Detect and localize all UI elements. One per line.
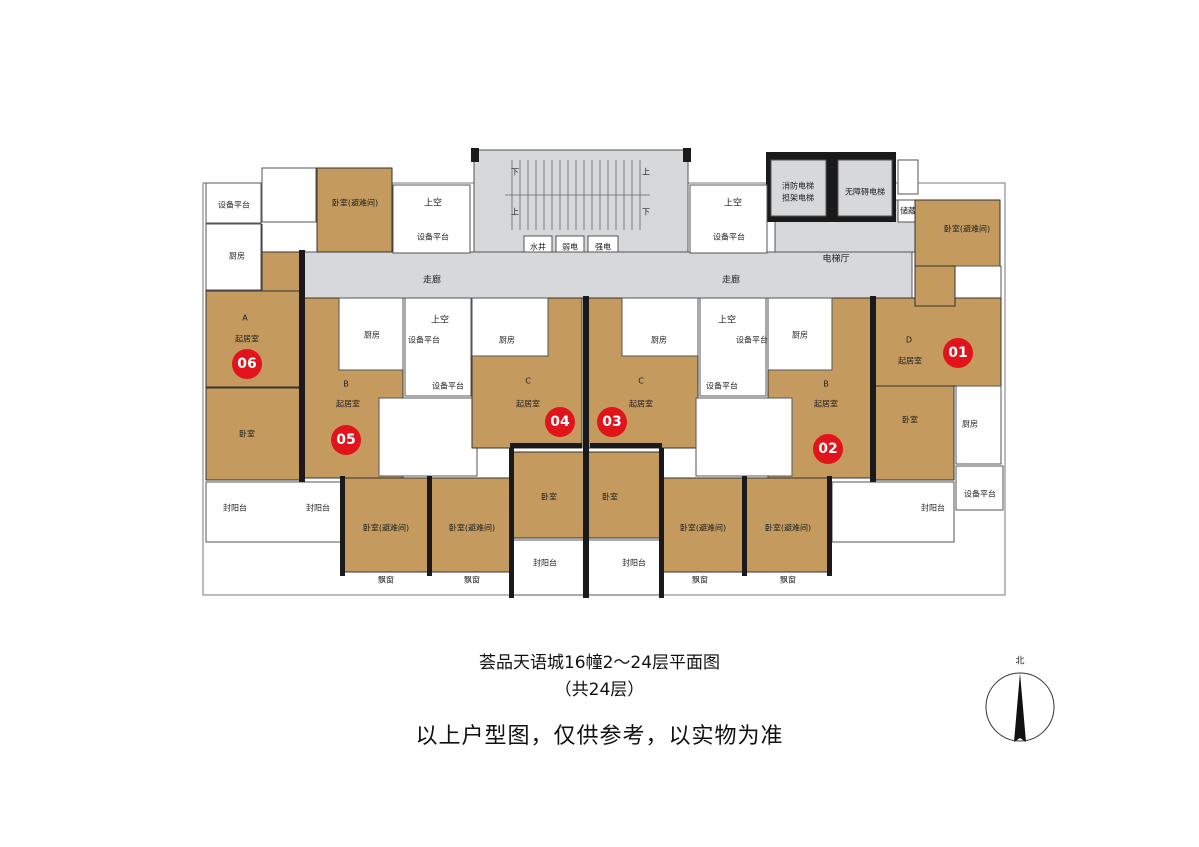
unit05-bedroom-refuge: 卧室(避难间) <box>363 523 409 533</box>
unit03-living: 起居室 <box>629 399 653 409</box>
unit05-type: B <box>343 380 349 389</box>
unit04-bay-window: 飘窗 <box>464 575 480 585</box>
unit03-type: C <box>638 377 644 386</box>
unit02-kitchen: 厨房 <box>792 330 808 340</box>
unit05-bay-window: 飘窗 <box>378 575 394 585</box>
fire-elevator-label: 消防电梯 <box>782 181 814 191</box>
unit02-type: B <box>823 380 829 389</box>
elevators: 消防电梯 担架电梯 无障碍电梯 储藏 <box>766 152 919 223</box>
corridor-label-right: 走廊 <box>722 274 740 286</box>
unit01-enclosed-balcony: 封阳台 <box>921 503 945 513</box>
unit01-type: D <box>906 336 912 345</box>
elevator-hall-label: 电梯厅 <box>822 253 849 265</box>
stretcher-elevator-label: 担架电梯 <box>782 193 814 203</box>
equipment-platform-left-a: 设备平台 <box>408 335 440 345</box>
unit06-kitchen: 厨房 <box>229 251 245 261</box>
unit-05: 厨房 B 起居室 封阳台 卧室(避难间) 飘窗 <box>302 297 478 585</box>
badge-05-text: 05 <box>336 432 355 448</box>
unit04-enclosed-balcony: 封阳台 <box>533 558 557 568</box>
unit02-bedroom-refuge: 卧室(避难间) <box>765 523 811 533</box>
north-label: 北 <box>1015 656 1024 667</box>
unit04-type: C <box>525 377 531 386</box>
void-label-right: 上空 <box>718 314 736 326</box>
unit-01: 卧室(避难间) D 起居室 卧室 厨房 设备平台 封阳台 <box>831 199 1004 543</box>
void-label-top-left: 上空 <box>424 197 442 209</box>
badge-04-text: 04 <box>550 414 570 430</box>
stair-down-label-2: 下 <box>642 208 650 217</box>
accessible-elevator-label: 无障碍电梯 <box>845 187 885 197</box>
equipment-platform-top-left: 设备平台 <box>417 232 449 242</box>
unit01-kitchen: 厨房 <box>962 419 978 429</box>
badge-01-text: 01 <box>948 345 967 361</box>
strong-current-label: 强电 <box>595 242 611 252</box>
badge-02-text: 02 <box>818 441 837 457</box>
unit03-bedroom: 卧室 <box>602 492 618 502</box>
unit06-living: 起居室 <box>235 334 259 344</box>
badge-02 <box>813 434 843 464</box>
corridor-label-left: 走廊 <box>423 274 441 286</box>
weak-current-label: 弱电 <box>562 242 578 252</box>
badge-05 <box>331 425 361 455</box>
plan-title: 荟品天语城16幢2～24层平面图 <box>478 653 721 673</box>
unit03-bedroom-refuge: 卧室(避难间) <box>680 523 726 533</box>
badge-03-text: 03 <box>602 414 621 430</box>
badge-06-text: 06 <box>237 356 256 372</box>
top-voids: 上空 设备平台 上空 设备平台 <box>392 184 768 254</box>
unit05-enclosed-balcony: 封阳台 <box>306 503 330 513</box>
unit06-type: A <box>242 314 248 323</box>
void-right: 上空 设备平台 设备平台 <box>699 297 768 397</box>
badge-04 <box>545 407 575 437</box>
unit06-bedroom: 卧室 <box>239 429 255 439</box>
stair-up-label-2: 上 <box>642 168 650 177</box>
unit03-enclosed-balcony: 封阳台 <box>622 558 646 568</box>
unit-06: 卧室(避难间) 设备平台 厨房 A 起居室 卧室 封阳台 <box>205 167 393 543</box>
north-arrow: 北 <box>985 656 1055 742</box>
plan-subtitle: （共24层） <box>554 680 645 700</box>
equipment-platform-top-right: 设备平台 <box>713 232 745 242</box>
unit04-bedroom-refuge: 卧室(避难间) <box>449 523 495 533</box>
unit01-equipment-platform: 设备平台 <box>964 489 996 499</box>
unit04-living: 起居室 <box>516 399 540 409</box>
unit01-bedroom: 卧室 <box>902 415 918 425</box>
equipment-platform-right-b: 设备平台 <box>706 381 738 391</box>
unit04-kitchen: 厨房 <box>499 335 515 345</box>
unit02-living: 起居室 <box>814 399 838 409</box>
unit05-kitchen: 厨房 <box>364 330 380 340</box>
stair-down-label: 下 <box>511 168 519 177</box>
unit-badges: 01 02 03 04 05 06 <box>232 338 973 464</box>
structural-walls <box>299 250 876 598</box>
stair-up-label: 上 <box>511 208 519 217</box>
disclaimer: 以上户型图，仅供参考，以实物为准 <box>415 724 784 749</box>
unit05-living: 起居室 <box>336 399 360 409</box>
equipment-platform-right-a: 设备平台 <box>736 335 768 345</box>
unit06-bedroom-refuge: 卧室(避难间) <box>332 198 378 208</box>
unit04-bedroom: 卧室 <box>541 492 557 502</box>
badge-06 <box>232 349 262 379</box>
storage-label: 储藏 <box>900 206 916 216</box>
unit01-bedroom-refuge: 卧室(避难间) <box>944 224 990 234</box>
void-label-left: 上空 <box>431 314 449 326</box>
unit03-bay-window: 飘窗 <box>692 575 708 585</box>
water-shaft-label: 水井 <box>530 242 546 252</box>
badge-03 <box>597 407 627 437</box>
unit06-equipment-platform: 设备平台 <box>218 200 250 210</box>
void-left: 上空 设备平台 设备平台 <box>404 297 472 397</box>
unit01-living: 起居室 <box>898 356 922 366</box>
unit06-enclosed-balcony: 封阳台 <box>223 503 247 513</box>
equipment-platform-left-b: 设备平台 <box>432 381 464 391</box>
void-label-top-right: 上空 <box>724 197 742 209</box>
unit03-kitchen: 厨房 <box>651 335 667 345</box>
badge-01 <box>943 338 973 368</box>
unit02-bay-window: 飘窗 <box>780 575 796 585</box>
stair-core: 下 上 下 上 水井 弱电 强电 <box>471 148 691 261</box>
